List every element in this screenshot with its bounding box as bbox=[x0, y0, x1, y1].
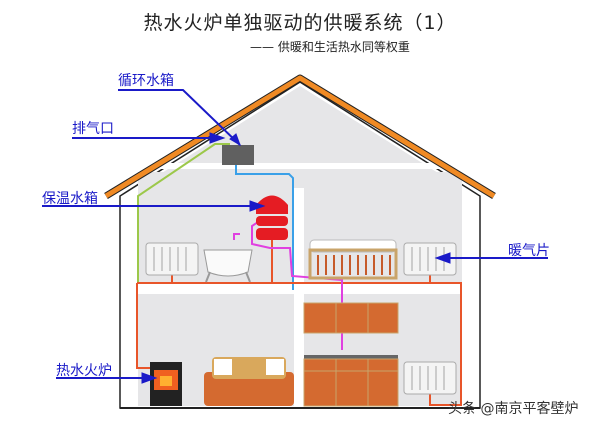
stove-supply-pipe bbox=[136, 283, 150, 369]
watermark: 头条 @南京平客壁炉 bbox=[448, 401, 579, 417]
attic-space bbox=[138, 86, 462, 188]
diagram-title: 热水火炉单独驱动的供暖系统（1） bbox=[143, 12, 457, 34]
label-radiator: 暖气片 bbox=[508, 243, 550, 259]
circulation-tank bbox=[222, 145, 254, 165]
bed bbox=[308, 239, 398, 280]
sofa bbox=[204, 357, 294, 406]
radiator-bathroom bbox=[145, 242, 199, 276]
callout-arrows bbox=[42, 89, 548, 384]
bathtub bbox=[203, 249, 253, 283]
label-stove: 热水火炉 bbox=[56, 363, 112, 379]
label-vent: 排气口 bbox=[72, 121, 114, 137]
kitchen-radiator-pipe bbox=[429, 283, 462, 406]
cold-water-pipe bbox=[235, 165, 294, 290]
vent-pipe bbox=[137, 143, 230, 282]
insulated-tank bbox=[256, 195, 288, 240]
radiator-kitchen bbox=[403, 361, 457, 395]
diagram-subtitle: —— 供暖和生活热水同等权重 bbox=[250, 40, 410, 54]
radiator-bedroom bbox=[403, 242, 457, 276]
stove bbox=[150, 362, 182, 406]
roof bbox=[104, 74, 496, 199]
label-circulation-tank: 循环水箱 bbox=[118, 73, 174, 89]
kitchen-cabinets bbox=[303, 302, 399, 407]
label-insulated-tank: 保温水箱 bbox=[42, 191, 98, 207]
